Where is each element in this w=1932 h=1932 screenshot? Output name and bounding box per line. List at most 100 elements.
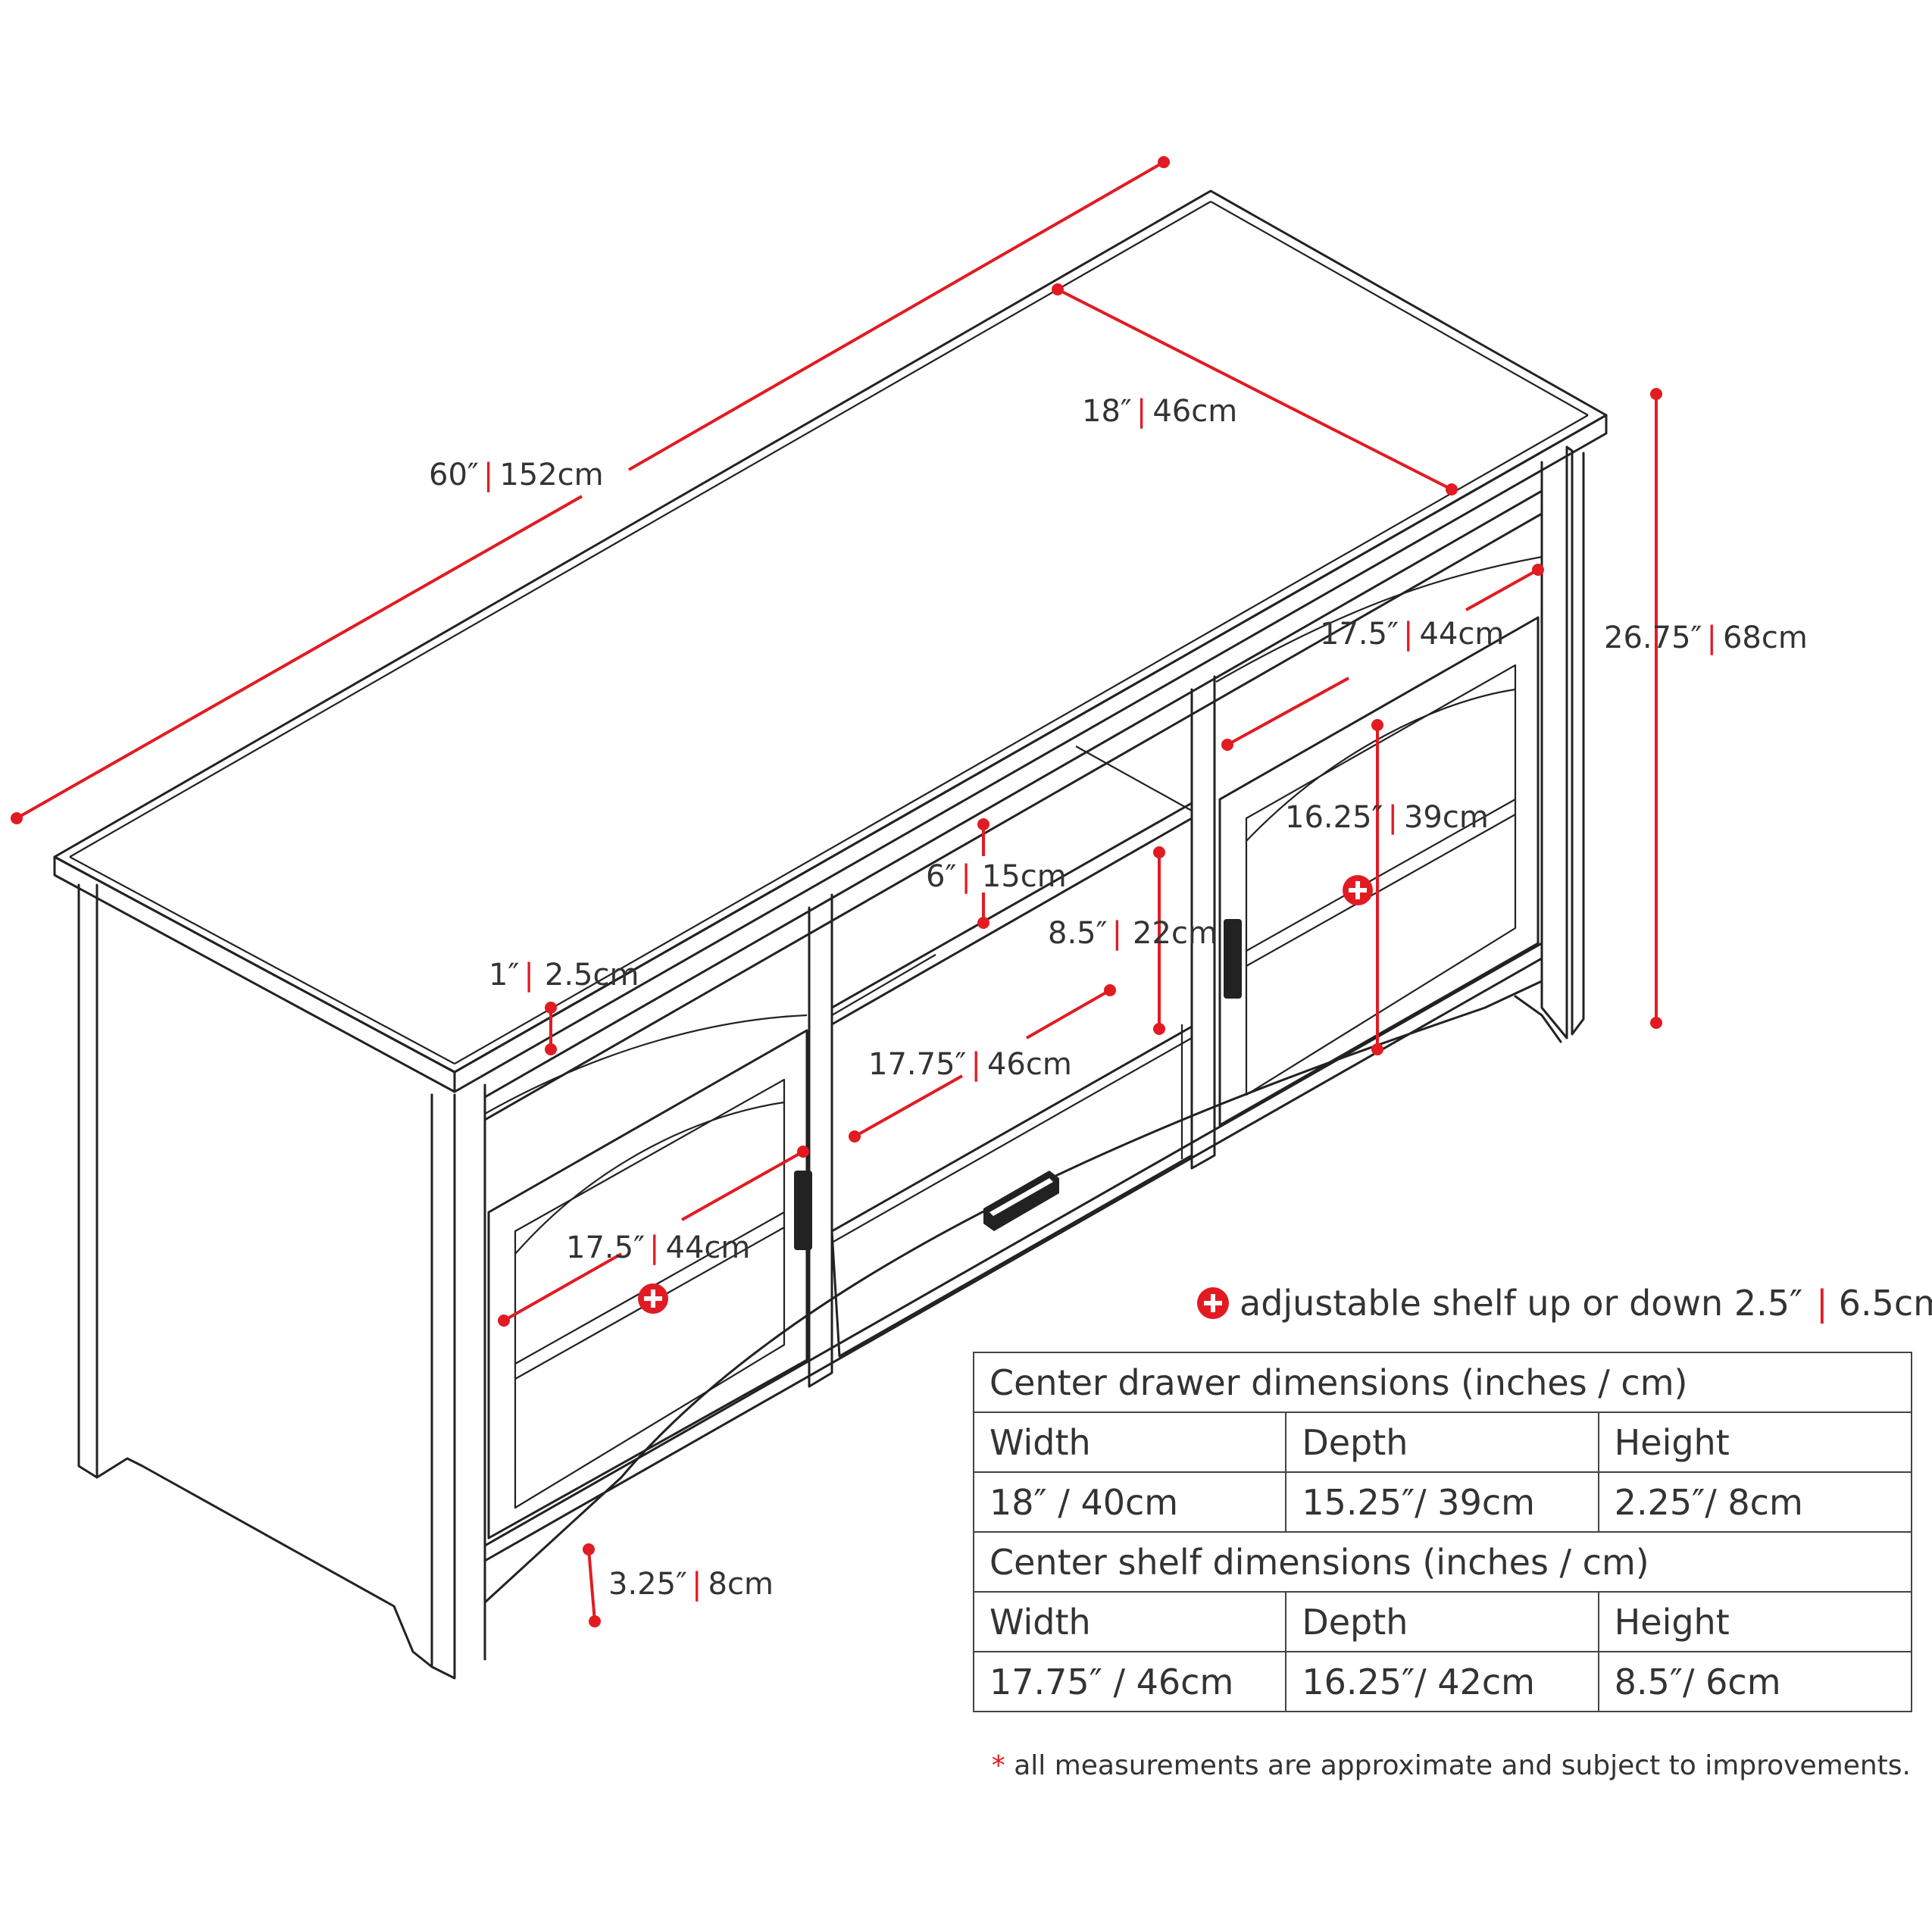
- left-cabinet-width-label: 17.5″|44cm: [566, 1230, 750, 1265]
- right-height-endpoint-top: [1371, 719, 1383, 731]
- width-dimension-line-a: [16, 495, 583, 820]
- right-door-handle: [1224, 919, 1242, 999]
- center-upper-shelf: [830, 802, 1193, 1026]
- top-inner-line-2: [1210, 201, 1589, 416]
- drawer-header-depth: Depth: [1285, 1411, 1599, 1473]
- right-height-endpoint-bottom: [1371, 1043, 1383, 1055]
- left-door-arch: [514, 1101, 785, 1255]
- left-cabinet-door: [487, 1029, 808, 1540]
- footnote: * all measurements are approximate and s…: [909, 1750, 1911, 1781]
- drawer-value-width: 18″ / 40cm: [972, 1471, 1287, 1533]
- shelf-header-depth: Depth: [1285, 1591, 1599, 1652]
- depth-endpoint-top: [1052, 283, 1064, 295]
- top-inner-line: [69, 201, 1211, 858]
- drawer-header-height: Height: [1597, 1411, 1913, 1473]
- tv-stand-outline: [53, 189, 1608, 1680]
- adjustable-shelf-marker-left: [638, 1283, 668, 1314]
- adjustable-shelf-legend: adjustable shelf up or down 2.5″ | 6.5cm: [1197, 1280, 1932, 1326]
- center-width-label: 17.75″|46cm: [868, 1047, 1072, 1082]
- drawer-header-width: Width: [972, 1411, 1287, 1473]
- top-inner-line-3: [69, 856, 455, 1064]
- shelf-value-row: 17.75″ / 46cm 16.25″/ 42cm 8.5″/ 6cm: [972, 1651, 1913, 1712]
- left-width-endpoint-b: [797, 1146, 809, 1158]
- top-thickness-endpoint-bottom: [545, 1043, 557, 1055]
- top-thickness-label: 1″|2.5cm: [489, 958, 639, 993]
- center-width-line-b: [1026, 989, 1111, 1039]
- right-upper-arch: [1215, 555, 1543, 683]
- center-width-line-a: [854, 1074, 963, 1138]
- right-foot: [1514, 995, 1562, 1043]
- front-bottom-apron: [483, 957, 1543, 1604]
- drawer-value-row: 18″ / 40cm 15.25″/ 39cm 2.25″/ 8cm: [972, 1471, 1913, 1533]
- drawer-table-title: Center drawer dimensions (inches / cm): [973, 1352, 1912, 1413]
- upper-opening-endpoint-bottom: [977, 917, 989, 929]
- top-right-edge: [453, 414, 1608, 1093]
- drawer-header-row: Width Depth Height: [972, 1411, 1913, 1473]
- center-shelf-front: [831, 954, 936, 1016]
- right-cabinet-width-label: 17.5″|44cm: [1320, 617, 1504, 652]
- leg-clearance-label: 3.25″|8cm: [608, 1567, 774, 1602]
- right-cabinet-door: [1218, 616, 1540, 1127]
- center-opening-endpoint-top: [1153, 846, 1165, 858]
- right-front-leg: [1540, 445, 1568, 1039]
- shelf-table-title: Center shelf dimensions (inches / cm): [973, 1531, 1912, 1593]
- right-door-shelf: [1246, 799, 1516, 952]
- right-side-leg: [1565, 445, 1585, 1036]
- left-width-line-a: [503, 1252, 622, 1322]
- right-width-line-b: [1465, 568, 1539, 611]
- height-endpoint-top: [1650, 388, 1662, 400]
- drawer-title-row: Center drawer dimensions (inches / cm): [973, 1352, 1912, 1413]
- right-door-arch: [1246, 688, 1516, 842]
- left-door-panel: [514, 1078, 786, 1509]
- center-shelf-back-left: [1075, 746, 1193, 811]
- drawer-value-height: 2.25″/ 8cm: [1597, 1471, 1913, 1533]
- footnote-asterisk: *: [991, 1750, 1005, 1781]
- height-endpoint-bottom: [1650, 1017, 1662, 1029]
- drawer-value-depth: 15.25″/ 39cm: [1285, 1471, 1599, 1533]
- footnote-text: all measurements are approximate and sub…: [1014, 1750, 1911, 1781]
- shelf-header-width: Width: [972, 1591, 1287, 1652]
- center-opening-label: 8.5″|22cm: [1048, 916, 1218, 951]
- top-inner-line-4: [454, 414, 1589, 1064]
- width-endpoint-right: [1158, 156, 1170, 168]
- depth-dimension-line: [1057, 288, 1452, 491]
- shelf-value-height: 8.5″/ 6cm: [1597, 1651, 1913, 1712]
- dimension-lines: [11, 156, 1662, 1627]
- center-drawer-front: [830, 1025, 1193, 1358]
- upper-opening-endpoint-top: [977, 818, 989, 830]
- right-door-shelf-2: [1246, 814, 1516, 967]
- right-width-line-a: [1227, 677, 1349, 746]
- plus-circle-icon: [1197, 1287, 1229, 1319]
- shelf-header-row: Width Depth Height: [972, 1591, 1913, 1652]
- drawer-handle: [983, 1171, 1059, 1231]
- depth-endpoint-bottom: [1446, 483, 1458, 496]
- left-door-handle: [794, 1171, 812, 1250]
- front-top-rail-2: [483, 512, 1543, 1121]
- left-upper-arch: [484, 1014, 808, 1114]
- legend-separator: |: [1816, 1283, 1828, 1324]
- right-width-endpoint-b: [1532, 564, 1544, 576]
- shelf-value-depth: 16.25″/ 42cm: [1285, 1651, 1599, 1712]
- legend-metric: 6.5cm: [1838, 1283, 1932, 1324]
- width-dimension-line-b: [628, 161, 1165, 471]
- right-divider: [1190, 675, 1216, 1170]
- top-thickness-endpoint-top: [545, 1002, 557, 1014]
- top-front-edge: [53, 855, 456, 1093]
- shelf-value-width: 17.75″ / 46cm: [972, 1651, 1287, 1712]
- height-label: 26.75″|68cm: [1604, 621, 1808, 655]
- left-side-panel: [77, 883, 433, 1668]
- center-drawer-top-edge: [831, 1037, 1193, 1243]
- right-cabinet-height-label: 16.25″|39cm: [1285, 800, 1489, 835]
- depth-label: 18″|46cm: [1082, 394, 1237, 429]
- leg-clearance-endpoint-top: [583, 1543, 595, 1555]
- center-opening-endpoint-bottom: [1153, 1023, 1165, 1035]
- shelf-header-height: Height: [1597, 1591, 1913, 1652]
- legend-text: adjustable shelf up or down 2.5″: [1240, 1283, 1803, 1324]
- dimension-labels: 60″|152cm 18″|46cm 26.75″|68cm 17.5″|44c…: [429, 394, 1808, 1602]
- width-label: 60″|152cm: [429, 458, 604, 492]
- leg-clearance-line: [587, 1549, 596, 1622]
- left-divider: [808, 893, 833, 1388]
- upper-opening-label: 6″|15cm: [926, 859, 1067, 894]
- front-top-rail: [483, 489, 1543, 1099]
